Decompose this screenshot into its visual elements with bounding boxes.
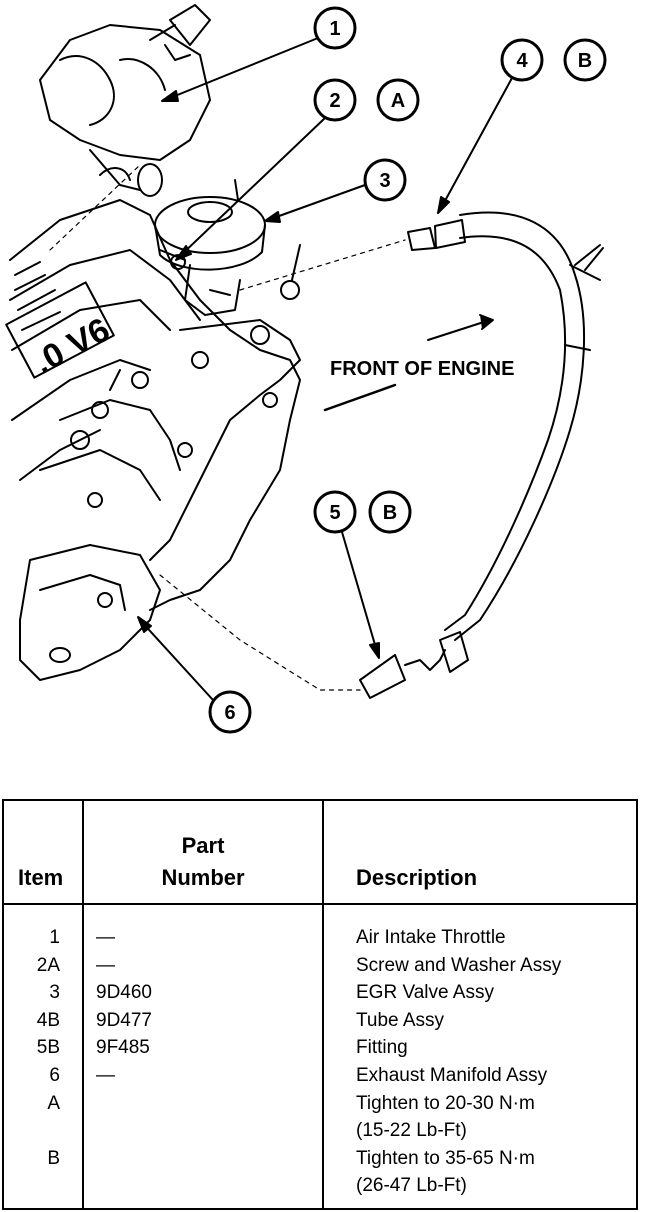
engine-block: .0 V6 [5,199,301,611]
table-cell-part: 9D460 [96,982,152,1004]
front-of-engine-label: FRONT OF ENGINE [330,358,514,380]
svg-text:6: 6 [224,702,235,724]
svg-text:4: 4 [516,50,528,72]
header-divider [4,903,636,905]
header-part-line1: Part [181,833,225,858]
table-cell-desc: Air Intake Throttle [356,927,506,948]
table-cell-item: 3 [49,982,60,1004]
egr-system-diagram: .0 V6 [5,4,607,734]
table-cell-part: 9F485 [96,1037,150,1059]
table-cell-desc: Tighten to 35-65 N·m [356,1147,535,1169]
header-description: Description [356,865,478,890]
table-cell-item: A [47,1092,60,1114]
svg-text:5: 5 [329,502,340,524]
callout-3: 3 [264,158,407,223]
air-intake-throttle [39,4,211,197]
table-cell-item: 5B [36,1037,60,1059]
egr-tube [359,211,604,699]
svg-text:A: A [391,90,405,112]
column-divider [322,801,324,1208]
table-cell-desc: Tighten to 20-30 N·m [356,1092,535,1114]
table-cell-desc: Exhaust Manifold Assy [356,1065,548,1086]
table-cell-desc: Fitting [356,1037,408,1059]
table-cell-item: 1 [49,927,60,948]
svg-text:3: 3 [379,170,390,192]
callout-6: 6 [137,616,252,734]
header-item: Item [18,865,64,890]
svg-text:1: 1 [329,18,340,40]
table-cell-item: B [47,1147,60,1169]
table-cell-item: 2A [36,954,60,976]
table-cell-desc: Screw and Washer Assy [356,954,562,976]
table-cell-desc: Tube Assy [356,1009,445,1031]
exhaust-manifold [19,244,301,681]
table-cell-part: — [96,927,115,948]
parts-table: Item Part Number Description 1 — Air Intak… [2,799,638,1210]
table-cell-item: 4B [36,1009,60,1031]
table-cell-item: 6 [49,1065,60,1086]
table-cell-desc: (15-22 Lb-Ft) [356,1120,467,1142]
table-cell-part: — [96,954,115,976]
table-cell-part: — [96,1065,115,1086]
table-cell-part: 9D477 [96,1009,152,1031]
callout-1: 1 [161,6,357,102]
front-of-engine-indicator: FRONT OF ENGINE [323,314,514,412]
table-cell-desc: EGR Valve Assy [356,982,494,1004]
header-part-line2: Number [161,865,245,890]
callout-4: 4 B [437,38,607,214]
callout-5: 5 B [313,490,412,659]
svg-text:B: B [383,502,397,524]
egr-valve [154,179,266,316]
dashed-guides [49,164,406,691]
table-cell-desc: (26-47 Lb-Ft) [356,1175,467,1197]
svg-text:B: B [578,50,592,72]
column-divider [82,801,84,1208]
callout-2: 2 A [175,78,420,261]
svg-text:2: 2 [329,90,340,112]
